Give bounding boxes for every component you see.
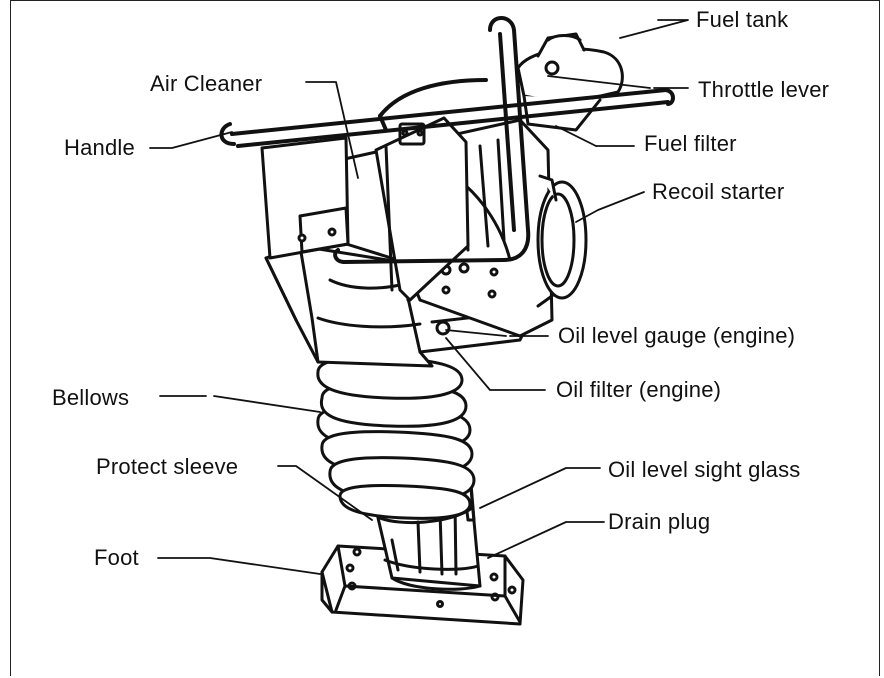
leader-lines xyxy=(149,19,689,575)
air-cleaner-cover xyxy=(374,116,470,302)
label-fuel-filter: Fuel filter xyxy=(644,131,737,156)
label-air-cleaner: Air Cleaner xyxy=(150,71,263,96)
label-protect-sleeve: Protect sleeve xyxy=(96,454,239,479)
label-oil-level-sight-glass: Oil level sight glass xyxy=(608,457,801,482)
label-throttle-lever: Throttle lever xyxy=(698,77,830,102)
label-oil-filter: Oil filter (engine) xyxy=(556,377,722,402)
label-oil-level-gauge: Oil level gauge (engine) xyxy=(558,323,796,348)
label-foot: Foot xyxy=(94,545,139,570)
label-fuel-tank: Fuel tank xyxy=(696,7,789,32)
handle-frame xyxy=(219,16,675,264)
recoil-starter-drawing xyxy=(536,174,588,308)
handle-bracket xyxy=(260,136,350,260)
label-drain-plug: Drain plug xyxy=(608,509,711,534)
label-recoil-starter: Recoil starter xyxy=(652,179,785,204)
fuel-tank-drawing xyxy=(516,32,624,132)
bellows-drawing xyxy=(316,356,476,520)
label-bellows: Bellows xyxy=(52,385,130,410)
label-handle: Handle xyxy=(64,135,135,160)
